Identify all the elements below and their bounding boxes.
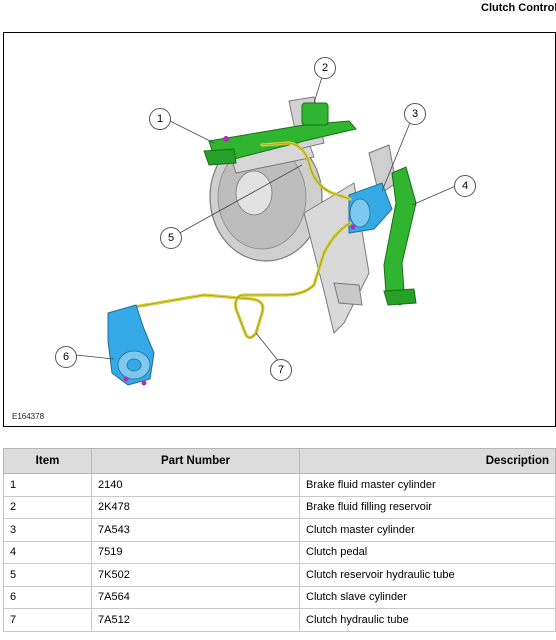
page-header-title: Clutch Controls bbox=[481, 2, 556, 14]
cell-part-number: 2140 bbox=[91, 473, 300, 497]
cell-part-number: 7A564 bbox=[91, 585, 300, 609]
cell-item: 4 bbox=[3, 540, 92, 564]
column-header-part-number: Part Number bbox=[91, 448, 300, 474]
figure-id-label: E164378 bbox=[12, 412, 45, 421]
cell-description: Clutch reservoir hydraulic tube bbox=[299, 563, 556, 587]
callout-4: 4 bbox=[454, 175, 476, 197]
column-header-item: Item bbox=[3, 448, 92, 474]
cell-description: Clutch pedal bbox=[299, 540, 556, 564]
table-row: 3 7A543 Clutch master cylinder bbox=[3, 518, 556, 542]
cell-item: 1 bbox=[3, 473, 92, 497]
table-row: 4 7519 Clutch pedal bbox=[3, 540, 556, 564]
clutch-pedal-green bbox=[383, 166, 417, 306]
table-row: 7 7A512 Clutch hydraulic tube bbox=[3, 608, 556, 632]
cell-item: 2 bbox=[3, 495, 92, 519]
cell-description: Clutch master cylinder bbox=[299, 518, 556, 542]
cell-description: Brake fluid filling reservoir bbox=[299, 495, 556, 519]
clutch-slave-cylinder-blue bbox=[107, 304, 155, 386]
table-row: 6 7A564 Clutch slave cylinder bbox=[3, 585, 556, 609]
column-header-description: Description bbox=[299, 448, 556, 474]
master-cylinder-green bbox=[203, 102, 357, 166]
table-row: 5 7K502 Clutch reservoir hydraulic tube bbox=[3, 563, 556, 587]
diagram-illustration bbox=[75, 76, 459, 386]
exploded-diagram: 1 2 3 4 5 6 7 E164378 bbox=[3, 32, 556, 427]
table-header-row: Item Part Number Description bbox=[3, 448, 556, 474]
callout-6: 6 bbox=[55, 346, 77, 368]
callout-leaders bbox=[75, 76, 459, 364]
cell-description: Clutch hydraulic tube bbox=[299, 608, 556, 632]
table-row: 1 2140 Brake fluid master cylinder bbox=[3, 473, 556, 497]
callout-3: 3 bbox=[404, 103, 426, 125]
clutch-master-cylinder-blue bbox=[348, 182, 393, 234]
cell-part-number: 7A543 bbox=[91, 518, 300, 542]
table-row: 2 2K478 Brake fluid filling reservoir bbox=[3, 495, 556, 519]
cell-part-number: 7A512 bbox=[91, 608, 300, 632]
parts-table: Item Part Number Description 1 2140 Brak… bbox=[3, 448, 556, 632]
cell-description: Brake fluid master cylinder bbox=[299, 473, 556, 497]
callout-1: 1 bbox=[149, 108, 171, 130]
cell-item: 5 bbox=[3, 563, 92, 587]
cell-item: 3 bbox=[3, 518, 92, 542]
callout-7: 7 bbox=[270, 359, 292, 381]
callout-2: 2 bbox=[314, 57, 336, 79]
cell-part-number: 7519 bbox=[91, 540, 300, 564]
hydraulic-tubes-outline bbox=[121, 142, 351, 338]
cell-item: 6 bbox=[3, 585, 92, 609]
cell-description: Clutch slave cylinder bbox=[299, 585, 556, 609]
cell-part-number: 2K478 bbox=[91, 495, 300, 519]
callout-5: 5 bbox=[160, 227, 182, 249]
cell-item: 7 bbox=[3, 608, 92, 632]
cell-part-number: 7K502 bbox=[91, 563, 300, 587]
